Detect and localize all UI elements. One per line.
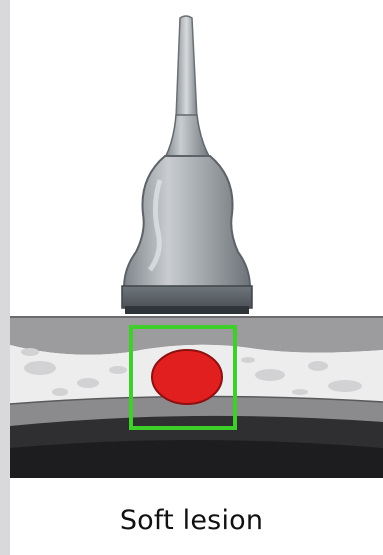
lesion-circle <box>152 350 222 404</box>
figure-caption: Soft lesion <box>0 505 383 536</box>
left-border <box>0 0 10 555</box>
probe-base <box>122 286 252 308</box>
ultrasound-probe-icon <box>122 16 252 314</box>
